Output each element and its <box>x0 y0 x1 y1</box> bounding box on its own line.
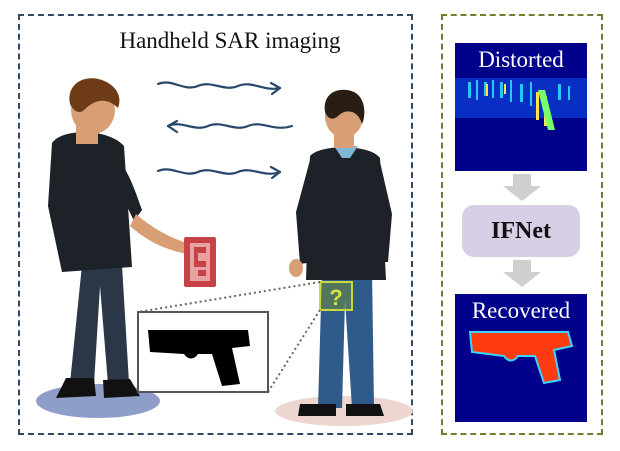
zoom-connector-bottom <box>267 309 321 393</box>
person-holding-scanner-icon <box>48 78 190 398</box>
recovered-label: Recovered <box>471 298 571 323</box>
question-mark-icon: ? <box>329 285 342 310</box>
recovered-sar-image <box>455 294 587 422</box>
pistol-icon <box>148 330 250 386</box>
left-panel-border <box>18 14 413 435</box>
distorted-sar-image <box>455 43 587 171</box>
ifnet-block: IFNet <box>462 205 580 257</box>
right-panel-border <box>441 14 603 435</box>
handheld-scanner-icon <box>184 237 216 287</box>
wave-arrow-icon <box>156 81 294 180</box>
distorted-label: Distorted <box>478 47 564 72</box>
recovered-image-panel: Recovered <box>455 294 587 422</box>
flow-arrow-down <box>503 260 541 287</box>
flow-arrow-down <box>503 174 541 201</box>
floor-shadow-right <box>275 396 413 426</box>
zoom-connector-top <box>137 281 321 313</box>
distorted-image-panel: Distorted <box>455 43 587 171</box>
left-panel-title: Handheld SAR imaging <box>119 28 341 53</box>
hidden-object-marker <box>319 281 353 311</box>
person-back-view-icon <box>289 89 392 416</box>
